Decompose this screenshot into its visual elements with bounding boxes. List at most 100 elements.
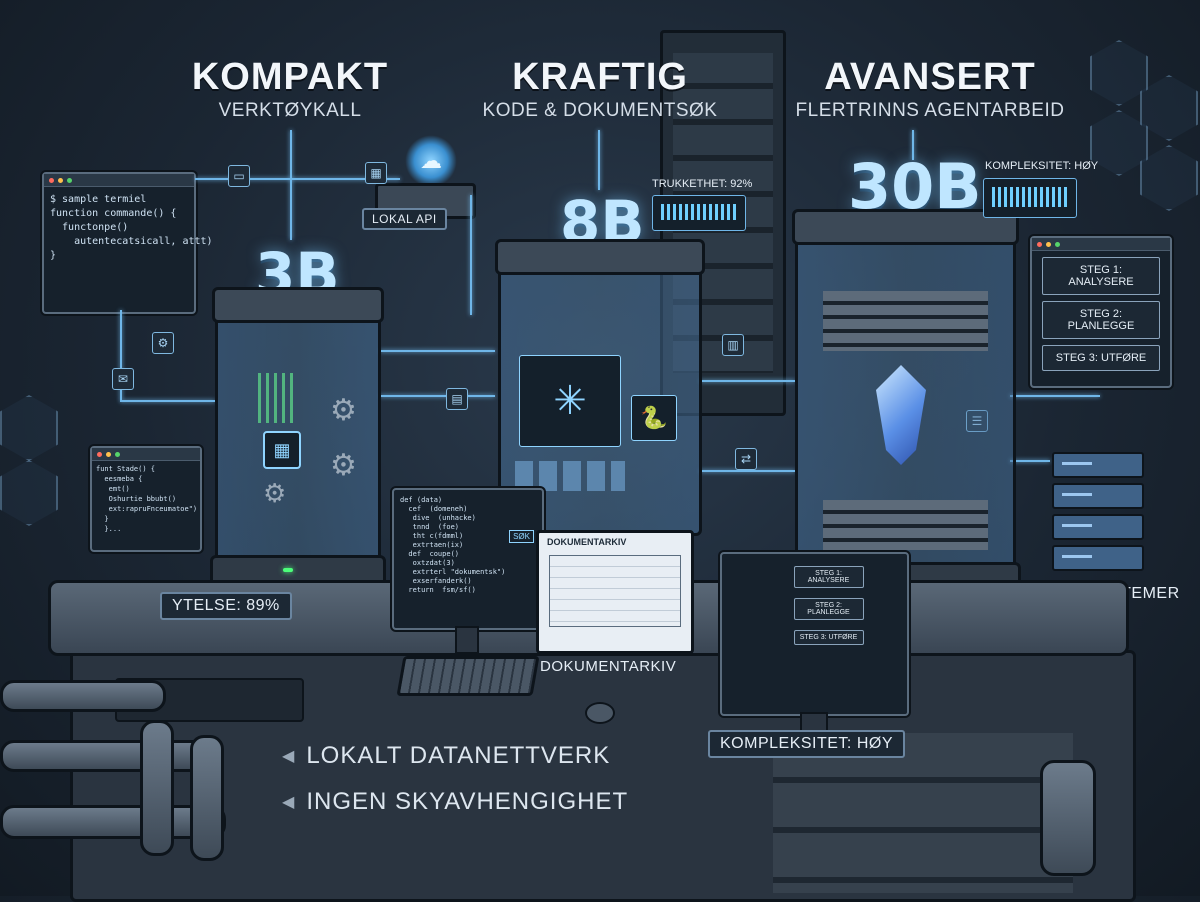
chip-icon: ▦ <box>263 431 301 469</box>
document-archive-label: DOKUMENTARKIV <box>540 658 677 675</box>
callout-line: ext:rapruFnceumatoe") <box>96 505 198 513</box>
tier-subtitle-kraftig: KODE & DOKUMENTSØK <box>482 100 718 121</box>
mouse <box>585 702 615 724</box>
cable <box>0 805 226 839</box>
code-line: exserfanderk() <box>400 577 472 585</box>
agent-systems-stack <box>1052 452 1144 576</box>
step-analysere: STEG 1: ANALYSERE <box>1042 257 1160 295</box>
terminal-line: autentecatsicall, attt) <box>50 236 213 247</box>
connector-line <box>912 130 914 160</box>
server-30b <box>790 209 1021 594</box>
cable <box>0 740 206 772</box>
tier-subtitle-kompakt: VERKTØYKALL <box>218 100 362 121</box>
hex-decoration <box>1090 110 1148 176</box>
trukkethet-meter <box>652 195 746 231</box>
flow-line <box>700 470 795 472</box>
arrow-icon: ◀ <box>282 748 295 765</box>
code-line: tnnd (foe) <box>400 523 460 531</box>
hex-decoration <box>0 395 58 461</box>
flowchart-monitor: STEG 1: ANALYSERE STEG 2: PLANLEGGE STEG… <box>720 552 909 716</box>
ytelse-label: YTELSE: 89% <box>160 592 292 620</box>
kompleksitet-top-label: KOMPLEKSITET: HØY <box>985 160 1099 172</box>
hex-decoration <box>1090 40 1148 106</box>
kompleksitet-meter <box>983 178 1077 218</box>
hex-decoration <box>1140 75 1198 141</box>
code-line: cef (domeneh) <box>400 505 468 513</box>
callout-line: funt Stade() { <box>96 465 156 473</box>
code-line: extrtaen(ix) <box>400 541 464 549</box>
signal-bars <box>258 373 298 423</box>
code-monitor: def (data) cef (domeneh) dive (unhacke) … <box>392 488 544 630</box>
search-tag: SØK <box>509 530 534 543</box>
flowchart-step: STEG 3: UTFØRE <box>793 630 864 645</box>
document-stack <box>515 461 625 491</box>
flow-line <box>700 380 795 382</box>
neural-network-icon: ✳ <box>519 355 621 447</box>
code-line: dive (unhacke) <box>400 514 476 522</box>
terminal-window: $ sample termiel function commande() { f… <box>42 172 213 314</box>
folder-icon: ▤ <box>446 388 468 410</box>
trukkethet-label: TRUKKETHET: 92% <box>652 178 753 190</box>
code-line: extrterl "dokumentsk") <box>400 568 506 576</box>
local-api-label: LOKAL API <box>362 208 447 230</box>
callout-line: }... <box>96 525 122 533</box>
cable <box>0 680 166 712</box>
gear-icon: ⚙ <box>263 478 287 508</box>
step-planlegge: STEG 2: PLANLEGGE <box>1042 301 1160 339</box>
steps-panel: STEG 1: ANALYSERE STEG 2: PLANLEGGE STEG… <box>1030 236 1172 388</box>
rack-slots <box>823 291 988 351</box>
code-line: oxtzdat(3) <box>400 559 455 567</box>
terminal-line: functonpe() <box>50 222 129 233</box>
connector-line <box>598 130 600 190</box>
gear-icon: ⚙ <box>152 332 174 354</box>
terminal-line: function commande() { <box>50 208 177 219</box>
callout-line: Oshurtie bbubt() <box>96 495 177 503</box>
server-3b: ▦ ⚙ ⚙ ⚙ <box>210 287 386 587</box>
code-line: def coupe() <box>400 550 460 558</box>
tier-title-kraftig: KRAFTIG <box>512 56 688 98</box>
code-line: def (data) <box>400 496 443 504</box>
flow-line <box>120 400 215 402</box>
cloud-icon: ☁ <box>405 135 457 187</box>
desk-label-row: ◀ INGEN SKYAVHENGIGHET <box>282 788 628 816</box>
tier-subtitle-avansert: FLERTRINNS AGENTARBEID <box>795 100 1065 121</box>
callout-line: } <box>96 515 109 523</box>
message-icon: ✉ <box>112 368 134 390</box>
window-icon: ▭ <box>228 165 250 187</box>
callout-line: emt() <box>96 485 130 493</box>
flow-line <box>195 178 400 180</box>
flowchart-step: STEG 1: ANALYSERE <box>793 566 864 588</box>
flow-line <box>380 395 495 397</box>
callout-line: eesmeba { <box>96 475 143 483</box>
desk-label-row: ◀ LOKALT DATANETTVERK <box>282 742 610 770</box>
code-callout: funt Stade() { eesmeba { emt() Oshurtie … <box>90 446 202 552</box>
connection-icon: ⇄ <box>735 448 757 470</box>
flow-line <box>1010 460 1050 462</box>
keyboard <box>396 656 540 696</box>
flow-line <box>470 195 472 315</box>
cable <box>140 720 174 856</box>
flow-line <box>1010 395 1100 397</box>
flow-line <box>120 310 122 400</box>
cable <box>190 735 224 861</box>
flow-line <box>380 350 495 352</box>
hex-decoration <box>1140 145 1198 211</box>
arrow-icon: ◀ <box>282 794 295 811</box>
document-archive-monitor: DOKUMENTARKIV <box>536 530 694 654</box>
desk-front <box>70 650 1136 902</box>
terminal-line: $ sample termiel <box>50 194 147 205</box>
document-archive-title: DOKUMENTARKIV <box>547 537 627 547</box>
step-utfore: STEG 3: UTFØRE <box>1042 345 1160 371</box>
hex-decoration <box>0 460 58 526</box>
code-line: tht c(fdmml) <box>400 532 464 540</box>
python-icon: 🐍 <box>631 395 677 441</box>
gear-icon: ⚙ <box>330 394 357 427</box>
desk-label-no-cloud: INGEN SKYAVHENGIGHET <box>306 788 629 815</box>
gear-icon: ⚙ <box>330 449 357 482</box>
connector-line <box>290 130 292 240</box>
code-line: return fsm/sf() <box>400 586 476 594</box>
tier-title-avansert: AVANSERT <box>824 56 1036 98</box>
tier-title-kompakt: KOMPAKT <box>191 56 389 98</box>
chip-icon: ▦ <box>365 162 387 184</box>
terminal-line: } <box>50 250 57 261</box>
